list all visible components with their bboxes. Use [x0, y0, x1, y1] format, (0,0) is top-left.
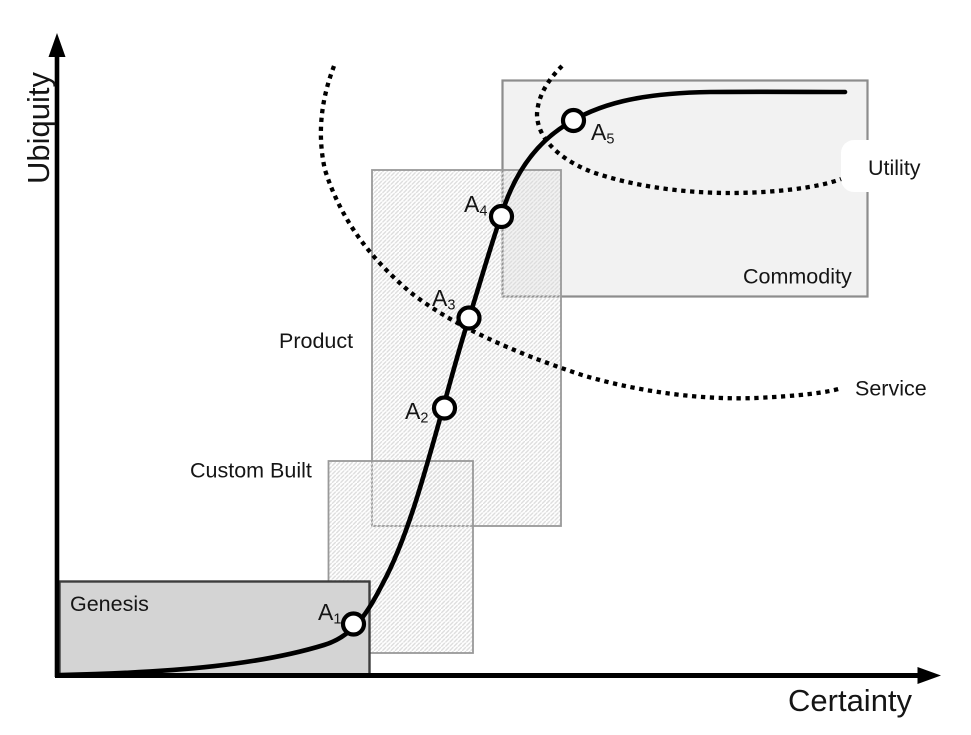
y-axis-arrow-icon	[48, 33, 66, 57]
point-a1-marker	[340, 611, 367, 637]
point-a4-marker	[488, 203, 515, 230]
y-axis-label: Ubiquity	[21, 72, 56, 184]
custom-built-label: Custom Built	[190, 459, 312, 483]
point-a4-label: A4	[464, 191, 487, 220]
point-a1-label: A1	[318, 599, 341, 628]
genesis-box	[58, 580, 371, 678]
point-a3-marker	[456, 305, 482, 331]
commodity-label: Commodity	[743, 265, 852, 289]
genesis-label: Genesis	[70, 592, 149, 616]
point-a3-label: A3	[432, 285, 455, 314]
point-a2-marker	[431, 395, 458, 421]
point-a5-label: A5	[591, 119, 614, 148]
utility-curve	[534, 64, 842, 196]
x-axis-label: Certainty	[788, 683, 913, 718]
utility-label: Utility	[868, 156, 921, 180]
service-curve	[318, 65, 843, 401]
x-axis-arrow-icon	[917, 667, 941, 684]
utility-label-bubble	[841, 140, 887, 192]
service-label: Service	[855, 377, 927, 401]
product-label: Product	[279, 329, 353, 353]
point-a5-marker	[560, 107, 587, 134]
point-a2-label: A2	[405, 398, 428, 427]
